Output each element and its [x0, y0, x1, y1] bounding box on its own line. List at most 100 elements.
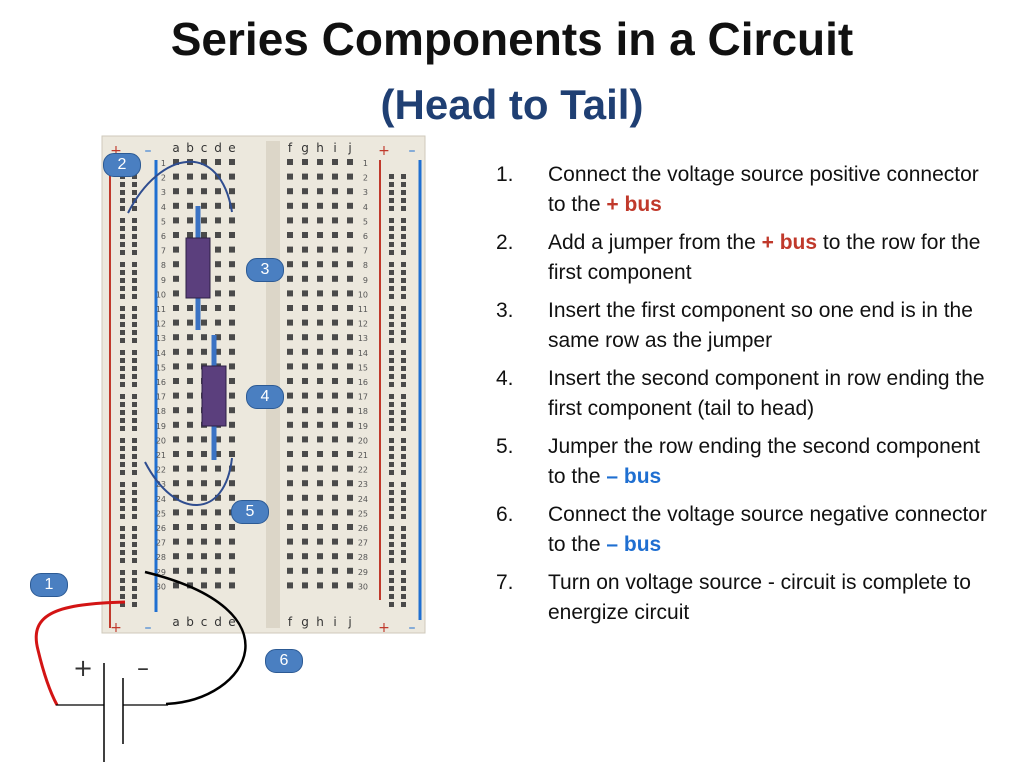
terminal-hole: [347, 173, 353, 180]
left-bus-hole: [120, 330, 125, 335]
left-bus-hole: [132, 470, 137, 475]
left-bus-hole: [132, 438, 137, 443]
left-bus-hole: [132, 286, 137, 291]
terminal-hole: [302, 217, 308, 224]
step-item: 7.Turn on voltage source - circuit is co…: [496, 568, 996, 628]
terminal-hole: [302, 232, 308, 238]
terminal-hole: [215, 319, 221, 326]
row-number-right: 20: [358, 436, 368, 445]
left-bus-hole: [120, 514, 125, 519]
step-item: 4.Insert the second component in row end…: [496, 364, 996, 424]
left-bus-hole: [120, 410, 125, 415]
terminal-hole: [229, 202, 235, 209]
terminal-hole: [215, 334, 221, 341]
row-number-right: 26: [358, 524, 368, 533]
left-bus-hole: [120, 570, 125, 575]
terminal-hole: [287, 407, 293, 414]
terminal-hole: [347, 159, 353, 165]
terminal-hole: [287, 509, 293, 516]
step-text: Insert the first component so one end is…: [548, 299, 973, 352]
terminal-hole: [347, 319, 353, 326]
row-number-right: 7: [363, 247, 368, 256]
terminal-hole: [332, 334, 338, 341]
right-bottom-plus-sign: +: [378, 620, 390, 636]
right-bus-hole: [389, 330, 394, 335]
terminal-hole: [287, 451, 293, 457]
right-bus-hole: [401, 578, 406, 583]
terminal-hole: [173, 465, 179, 472]
left-bus-hole: [120, 602, 125, 607]
terminal-hole: [229, 538, 235, 545]
terminal-hole: [229, 290, 235, 297]
terminal-hole: [347, 290, 353, 297]
right-bus-hole: [389, 250, 394, 255]
terminal-hole: [201, 159, 207, 165]
terminal-hole: [215, 451, 221, 457]
right-bus-hole: [401, 482, 406, 487]
right-bus-hole: [401, 366, 406, 371]
left-bus-hole: [120, 218, 125, 223]
terminal-hole: [173, 246, 179, 253]
terminal-hole: [187, 173, 193, 180]
left-bus-hole: [120, 366, 125, 371]
right-bus-hole: [389, 262, 394, 267]
left-bus-hole: [120, 470, 125, 475]
terminal-hole: [317, 451, 323, 457]
left-bus-hole: [120, 498, 125, 503]
left-bus-hole: [120, 454, 125, 459]
terminal-hole: [287, 188, 293, 195]
step-badge-5: 5: [231, 500, 269, 524]
terminal-hole: [187, 363, 193, 370]
right-bus-hole: [401, 602, 406, 607]
right-bus-hole: [389, 234, 394, 239]
terminal-hole: [302, 480, 308, 487]
terminal-hole: [302, 392, 308, 399]
right-bus-hole: [401, 190, 406, 195]
right-bus-hole: [389, 470, 394, 475]
terminal-hole: [332, 159, 338, 165]
right-bus-hole: [389, 526, 394, 531]
right-bus-hole: [401, 270, 406, 275]
left-bus-hole: [120, 242, 125, 247]
terminal-hole: [332, 494, 338, 501]
left-bus-hole: [120, 534, 125, 539]
terminal-hole: [347, 363, 353, 370]
terminal-hole: [187, 509, 193, 516]
circuit-components: [34, 160, 247, 706]
terminal-hole: [229, 334, 235, 341]
terminal-hole: [201, 509, 207, 516]
left-bus-hole: [120, 190, 125, 195]
terminal-hole: [215, 567, 221, 574]
row-number-left: 14: [156, 349, 166, 358]
right-bus-hole: [389, 366, 394, 371]
left-bus-hole: [120, 226, 125, 231]
right-bus-hole: [401, 426, 406, 431]
terminal-hole: [173, 319, 179, 326]
left-bus-hole: [132, 454, 137, 459]
left-bus-hole: [132, 314, 137, 319]
left-bus-hole: [132, 526, 137, 531]
terminal-hole: [173, 217, 179, 224]
left-bus-hole: [132, 174, 137, 179]
left-bus-hole: [120, 394, 125, 399]
terminal-hole: [332, 290, 338, 297]
right-bus-hole: [389, 570, 394, 575]
terminal-hole: [173, 305, 179, 311]
left-bus-hole: [132, 242, 137, 247]
terminal-hole: [287, 436, 293, 443]
terminal-hole: [287, 378, 293, 384]
step-number: 5.: [496, 435, 514, 458]
right-bus-hole: [401, 182, 406, 187]
right-bus-hole: [401, 410, 406, 415]
step-text: Jumper the row ending the second compone…: [548, 435, 980, 488]
terminal-hole: [332, 246, 338, 253]
terminal-hole: [215, 290, 221, 297]
terminal-hole: [347, 480, 353, 487]
row-number-right: 3: [363, 188, 368, 197]
left-bus-hole: [120, 278, 125, 283]
terminal-hole: [302, 334, 308, 341]
terminal-hole: [173, 275, 179, 282]
plus-bus-highlight: + bus: [606, 193, 662, 216]
terminal-hole: [187, 524, 193, 530]
terminal-hole: [229, 188, 235, 195]
